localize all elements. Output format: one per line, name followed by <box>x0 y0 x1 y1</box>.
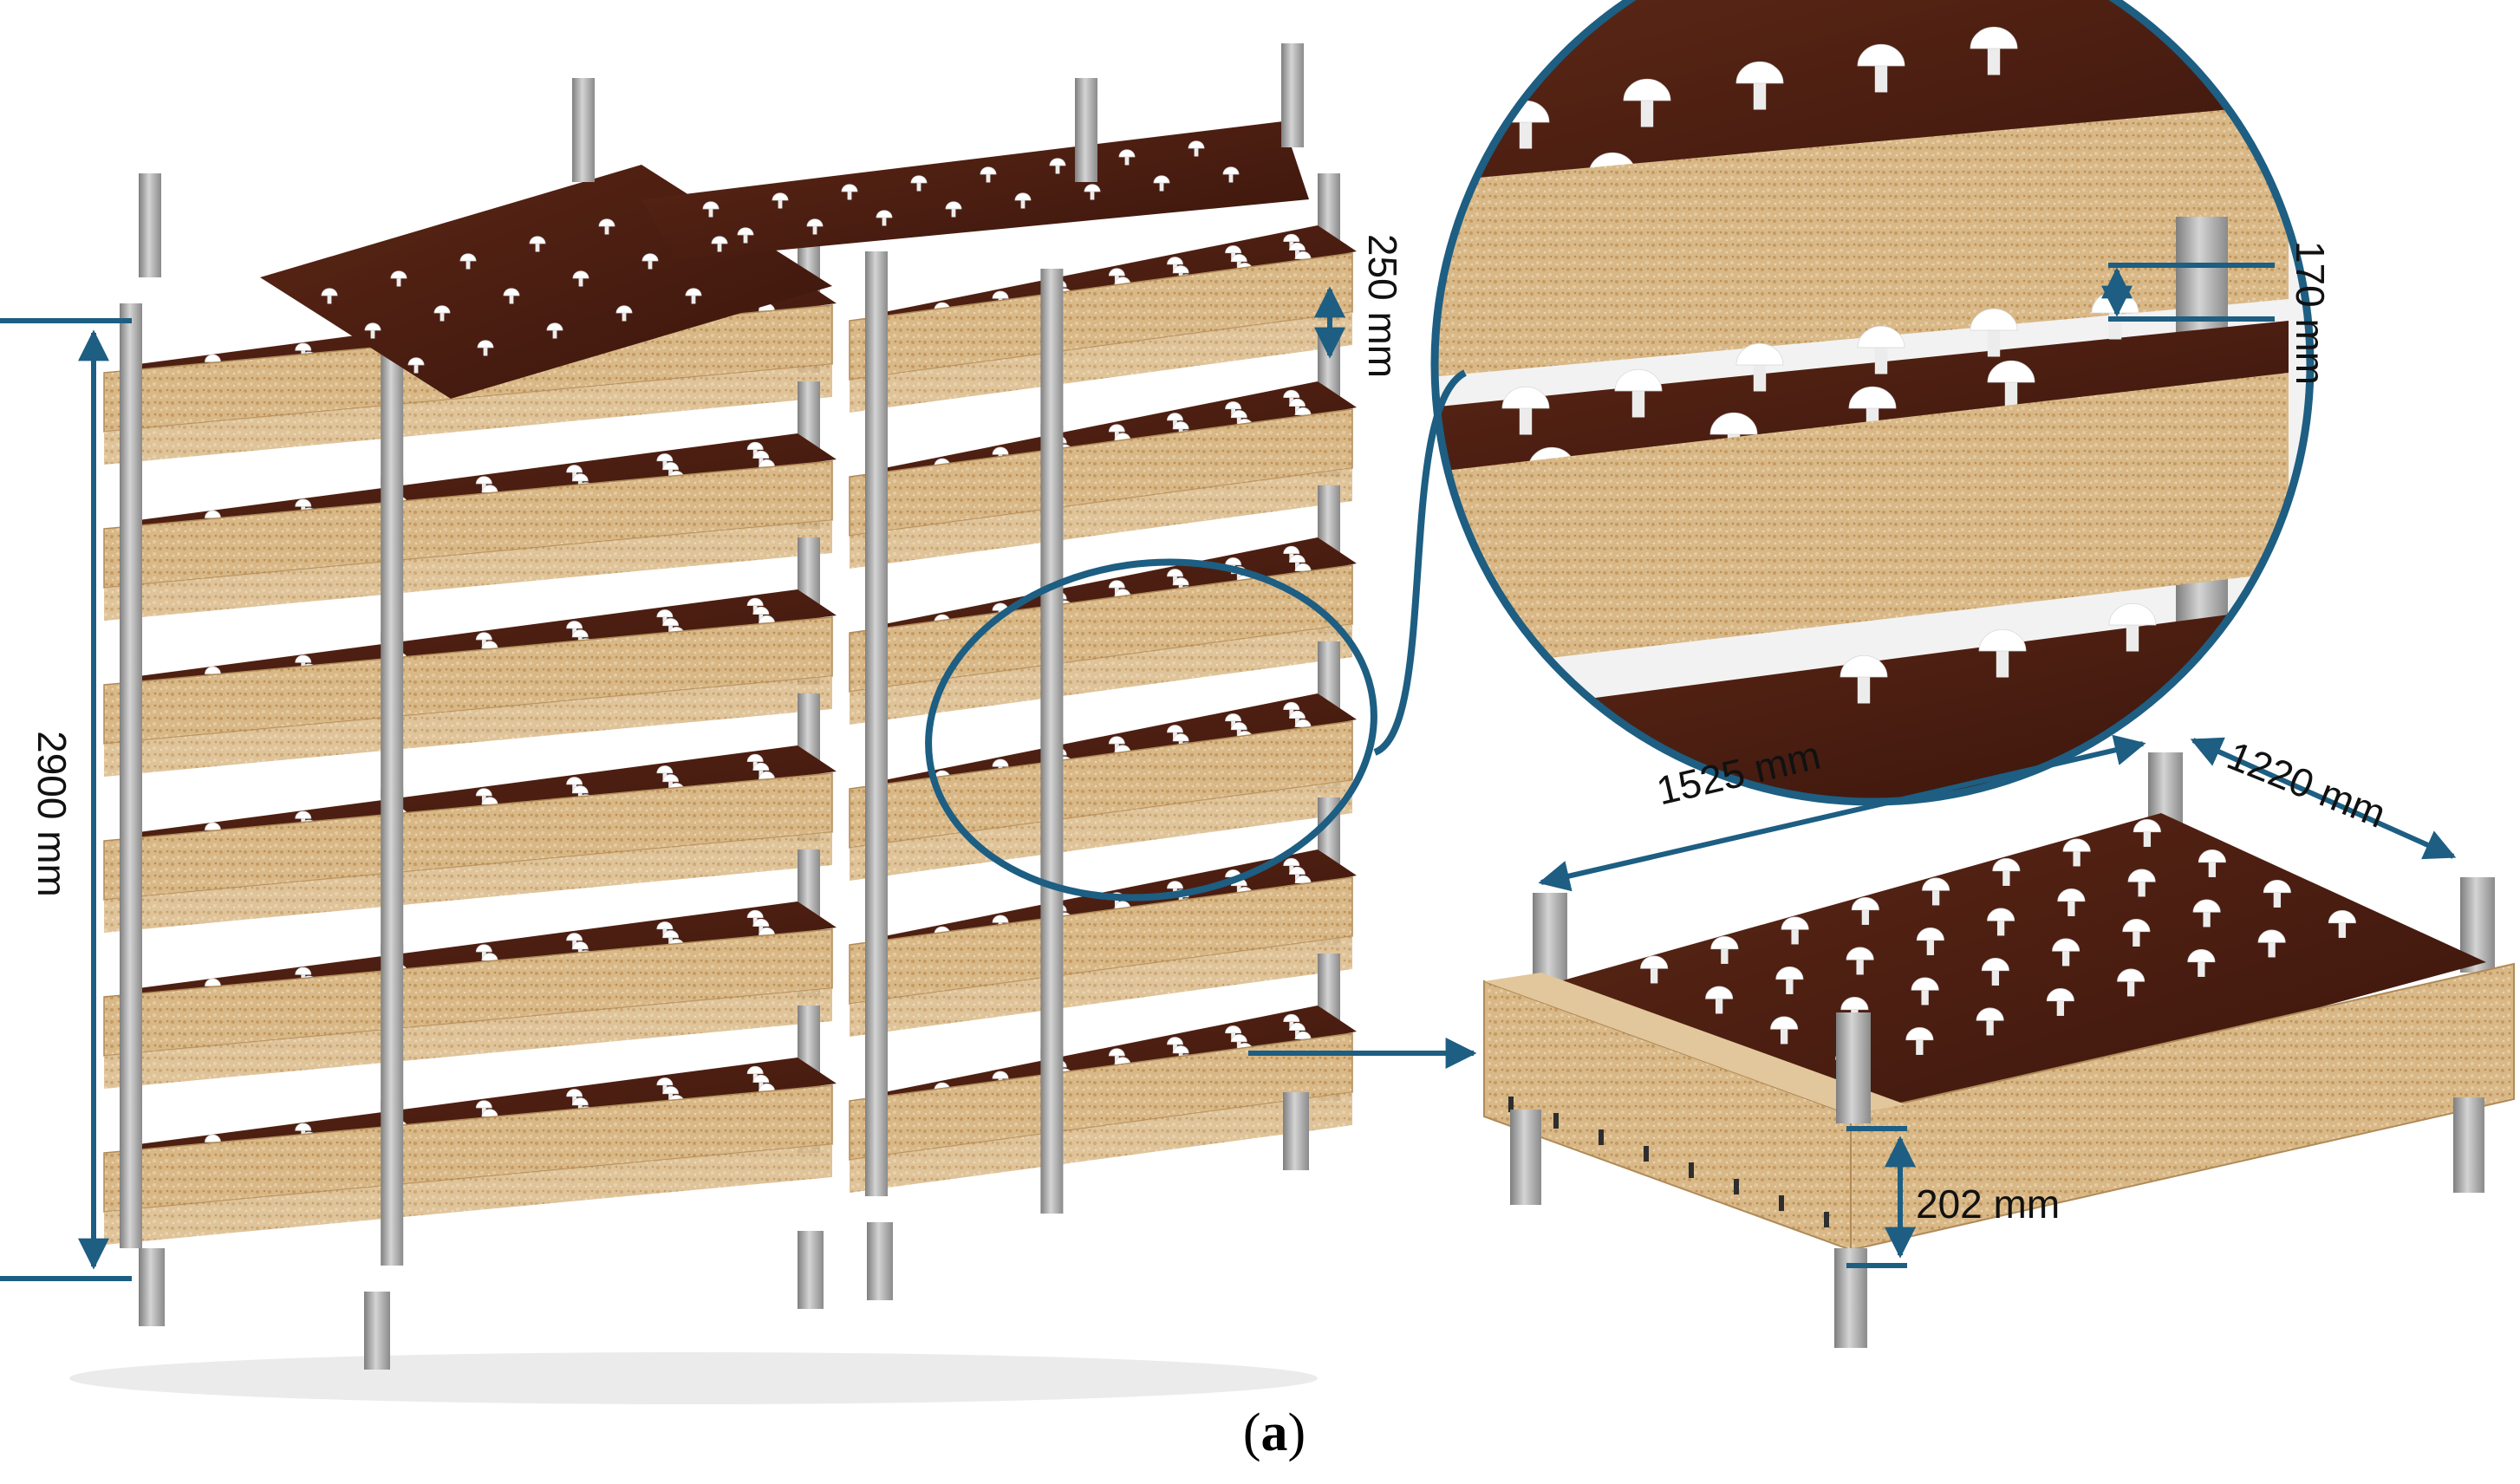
mushroom-icon <box>1978 628 2027 678</box>
mushroom-icon <box>685 288 702 304</box>
mushroom-icon <box>1911 977 1939 1006</box>
mushroom-icon <box>641 253 659 270</box>
total-height-label: 2900 mm <box>29 731 75 897</box>
mushroom-icon <box>1735 342 1784 392</box>
mushroom-icon <box>1222 166 1240 183</box>
mushroom-icon <box>1970 308 2018 357</box>
dimension-lines <box>0 263 2457 1281</box>
mushroom-icon <box>1840 654 1888 704</box>
shelf-rack <box>69 43 1357 1404</box>
mushroom-icon <box>702 201 720 218</box>
mushroom-icon <box>1614 368 1663 418</box>
mushroom-icon <box>2328 910 2356 938</box>
mushroom-icon <box>598 218 615 235</box>
mushroom-icon <box>1710 936 1739 964</box>
mushroom-icon <box>737 227 754 244</box>
mushroom-icon <box>459 253 477 270</box>
mushroom-icon <box>390 270 407 287</box>
mushroom-icon <box>2192 899 2221 928</box>
mushroom-icon <box>1049 158 1066 174</box>
mushroom-icon <box>2108 602 2157 652</box>
mushroom-icon <box>433 305 451 322</box>
mushroom-icon <box>1905 1027 1934 1055</box>
zoom-connector-line <box>1373 369 1468 756</box>
mushroom-icon <box>407 357 425 374</box>
mushroom-icon <box>572 270 589 287</box>
mushroom-icon <box>1846 947 1874 975</box>
mushroom-icon <box>772 192 789 209</box>
mushroom-icon <box>2263 880 2291 908</box>
mushroom-icon <box>1735 61 1784 110</box>
mushroom-icon <box>1987 360 2035 409</box>
mushroom-icon <box>1987 908 2015 936</box>
mushroom-icon <box>1705 986 1734 1014</box>
mushroom-icon <box>2122 919 2151 947</box>
mushroom-icon <box>980 166 997 183</box>
mushroom-icon <box>1781 916 1809 945</box>
mushroom-icon <box>1084 184 1101 200</box>
mushroom-icon <box>1981 958 2009 986</box>
mushroom-icon <box>876 210 893 226</box>
mushroom-clearance-label: 170 mm <box>2288 240 2334 386</box>
mushroom-icon <box>1770 1016 1799 1045</box>
shelf-spacing-label: 250 mm <box>1360 233 1406 379</box>
mushroom-icon <box>1118 149 1136 166</box>
mushroom-icon <box>841 184 858 200</box>
zoom-source-ellipse <box>925 558 1377 901</box>
mushroom-icon <box>2046 988 2074 1016</box>
mushroom-icon <box>1916 928 1944 955</box>
mushroom-icon <box>503 288 520 304</box>
mushroom-icon <box>945 201 962 218</box>
mushroom-icon <box>477 340 494 356</box>
mushroom-icon <box>1153 175 1170 192</box>
mushroom-icon <box>1014 192 1032 209</box>
mushroom-icon <box>2052 938 2080 967</box>
mushroom-icon <box>1188 140 1205 157</box>
mushroom-icon <box>615 305 633 322</box>
mushroom-icon <box>2257 929 2286 958</box>
mushroom-icon <box>806 218 824 235</box>
mushroom-icon <box>1857 43 1905 93</box>
mushroom-icon <box>1857 325 1905 374</box>
mushroom-icon <box>1851 897 1879 925</box>
mushroom-icon <box>364 322 381 339</box>
mushroom-icon <box>1976 1007 2004 1036</box>
mushroom-icon <box>1970 26 2018 75</box>
zoom-detail-view <box>1430 0 2315 806</box>
mushroom-icon <box>529 236 546 252</box>
mushroom-icon <box>546 322 563 339</box>
mushroom-icon <box>1640 955 1669 984</box>
figure-caption: (a) <box>1242 1403 1306 1462</box>
mushroom-icon <box>1623 78 1671 127</box>
mushroom-icon <box>910 175 928 192</box>
mushroom-icon <box>2187 949 2216 977</box>
mushroom-icon <box>1501 386 1550 435</box>
single-tray-view <box>1483 752 2515 1348</box>
mushroom-icon <box>2117 968 2146 997</box>
mushroom-icon <box>711 236 728 252</box>
mushroom-icon <box>1775 967 1804 994</box>
tray-depth-label: 202 mm <box>1916 1181 2061 1227</box>
mushroom-icon <box>321 288 338 304</box>
